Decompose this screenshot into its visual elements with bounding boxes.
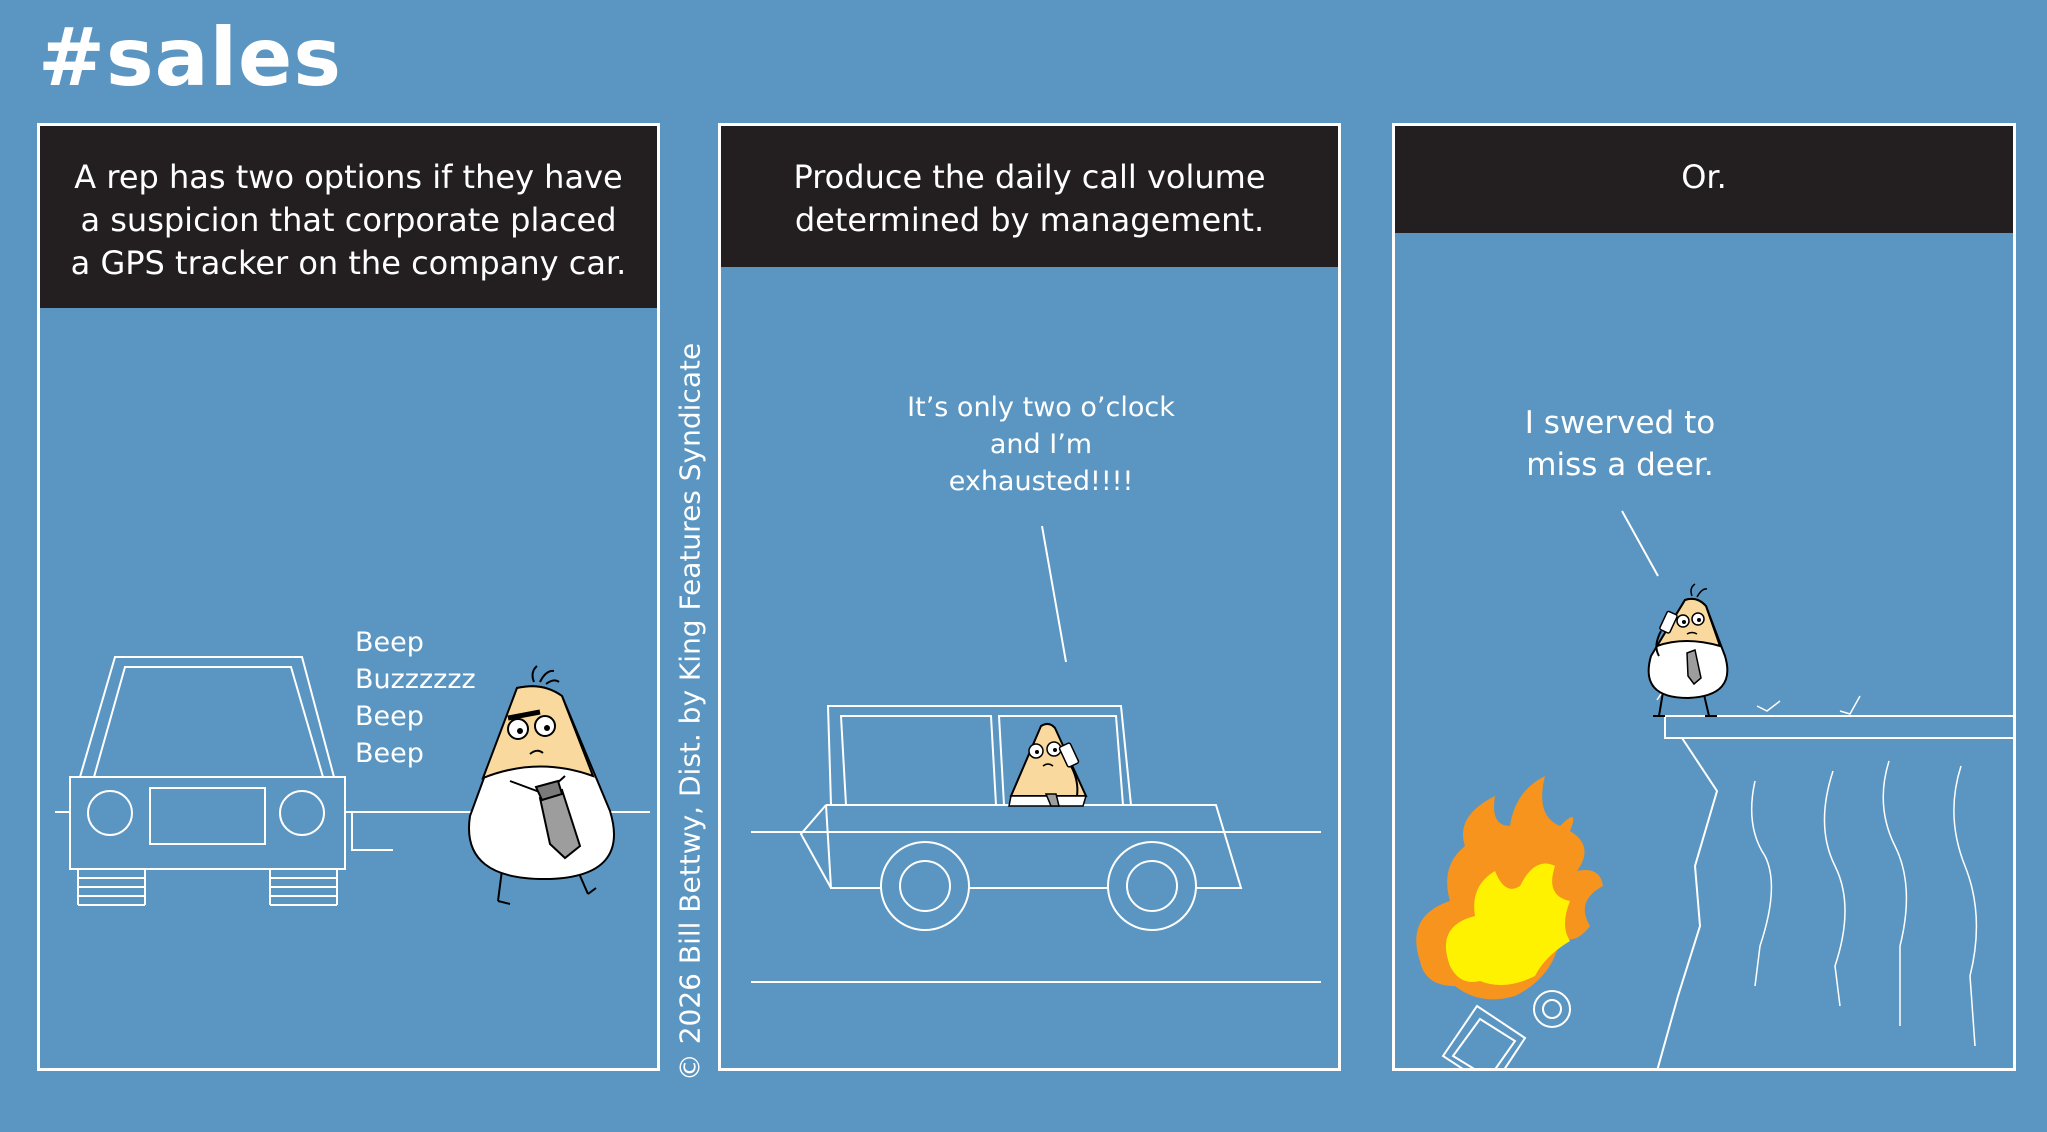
- panel-1-caption: A rep has two options if they have a sus…: [40, 126, 657, 308]
- panel-3-speech: I swerved to miss a deer.: [1524, 405, 1716, 483]
- panel-3-caption: Or.: [1395, 126, 2013, 233]
- comic-title: #sales: [38, 11, 342, 104]
- car-tire-left: [77, 868, 146, 906]
- phone-icon: [1659, 610, 1678, 634]
- sfx-line: Buzzzzzz: [355, 664, 476, 695]
- panel-2-caption-text: Produce the daily call volume determined…: [793, 158, 1266, 239]
- car-tire-right: [269, 868, 338, 906]
- driver-character: [1008, 722, 1088, 807]
- beep-sound-effect: Beep Buzzzzzz Beep Beep: [355, 624, 476, 772]
- panel-2-artwork: [751, 525, 1321, 983]
- panel-1-caption-text: A rep has two options if they have a sus…: [70, 158, 627, 282]
- sales-rep-on-cliff: [1647, 583, 1729, 717]
- car-wheel-left: [880, 841, 970, 931]
- speech-pointer: [1621, 510, 1659, 577]
- cliff-edge: [1656, 675, 2013, 1068]
- sfx-line: Beep: [355, 627, 424, 658]
- panel-3-artwork: [1416, 510, 2013, 1068]
- panel-2: Produce the daily call volume determined…: [718, 123, 1341, 1071]
- phone-icon: [1058, 742, 1080, 768]
- sales-rep-character: [468, 665, 615, 905]
- sfx-line: Beep: [355, 738, 424, 769]
- copyright-notice: © 2026 Bill Bettwy, Dist. by King Featur…: [673, 342, 707, 1082]
- speech-pointer: [1041, 525, 1067, 663]
- panel-2-caption: Produce the daily call volume determined…: [721, 126, 1338, 267]
- sfx-line: Beep: [355, 701, 424, 732]
- car-front-illustration: [69, 656, 393, 906]
- crashed-car: [1441, 990, 1571, 1068]
- panel-2-speech: It’s only two o’clock and I’m exhausted!…: [907, 392, 1175, 497]
- panel-3: Or. I swerved to miss a deer.: [1392, 123, 2016, 1071]
- panel-3-caption-text: Or.: [1681, 158, 1727, 196]
- waterfall-lines: [1750, 760, 1978, 1047]
- side-car-illustration: [799, 705, 1243, 889]
- car-wheel-right: [1107, 841, 1197, 931]
- panel-1-artwork: [55, 656, 650, 906]
- fire-icon: [1416, 776, 1603, 1000]
- panel-1: A rep has two options if they have a sus…: [37, 123, 660, 1071]
